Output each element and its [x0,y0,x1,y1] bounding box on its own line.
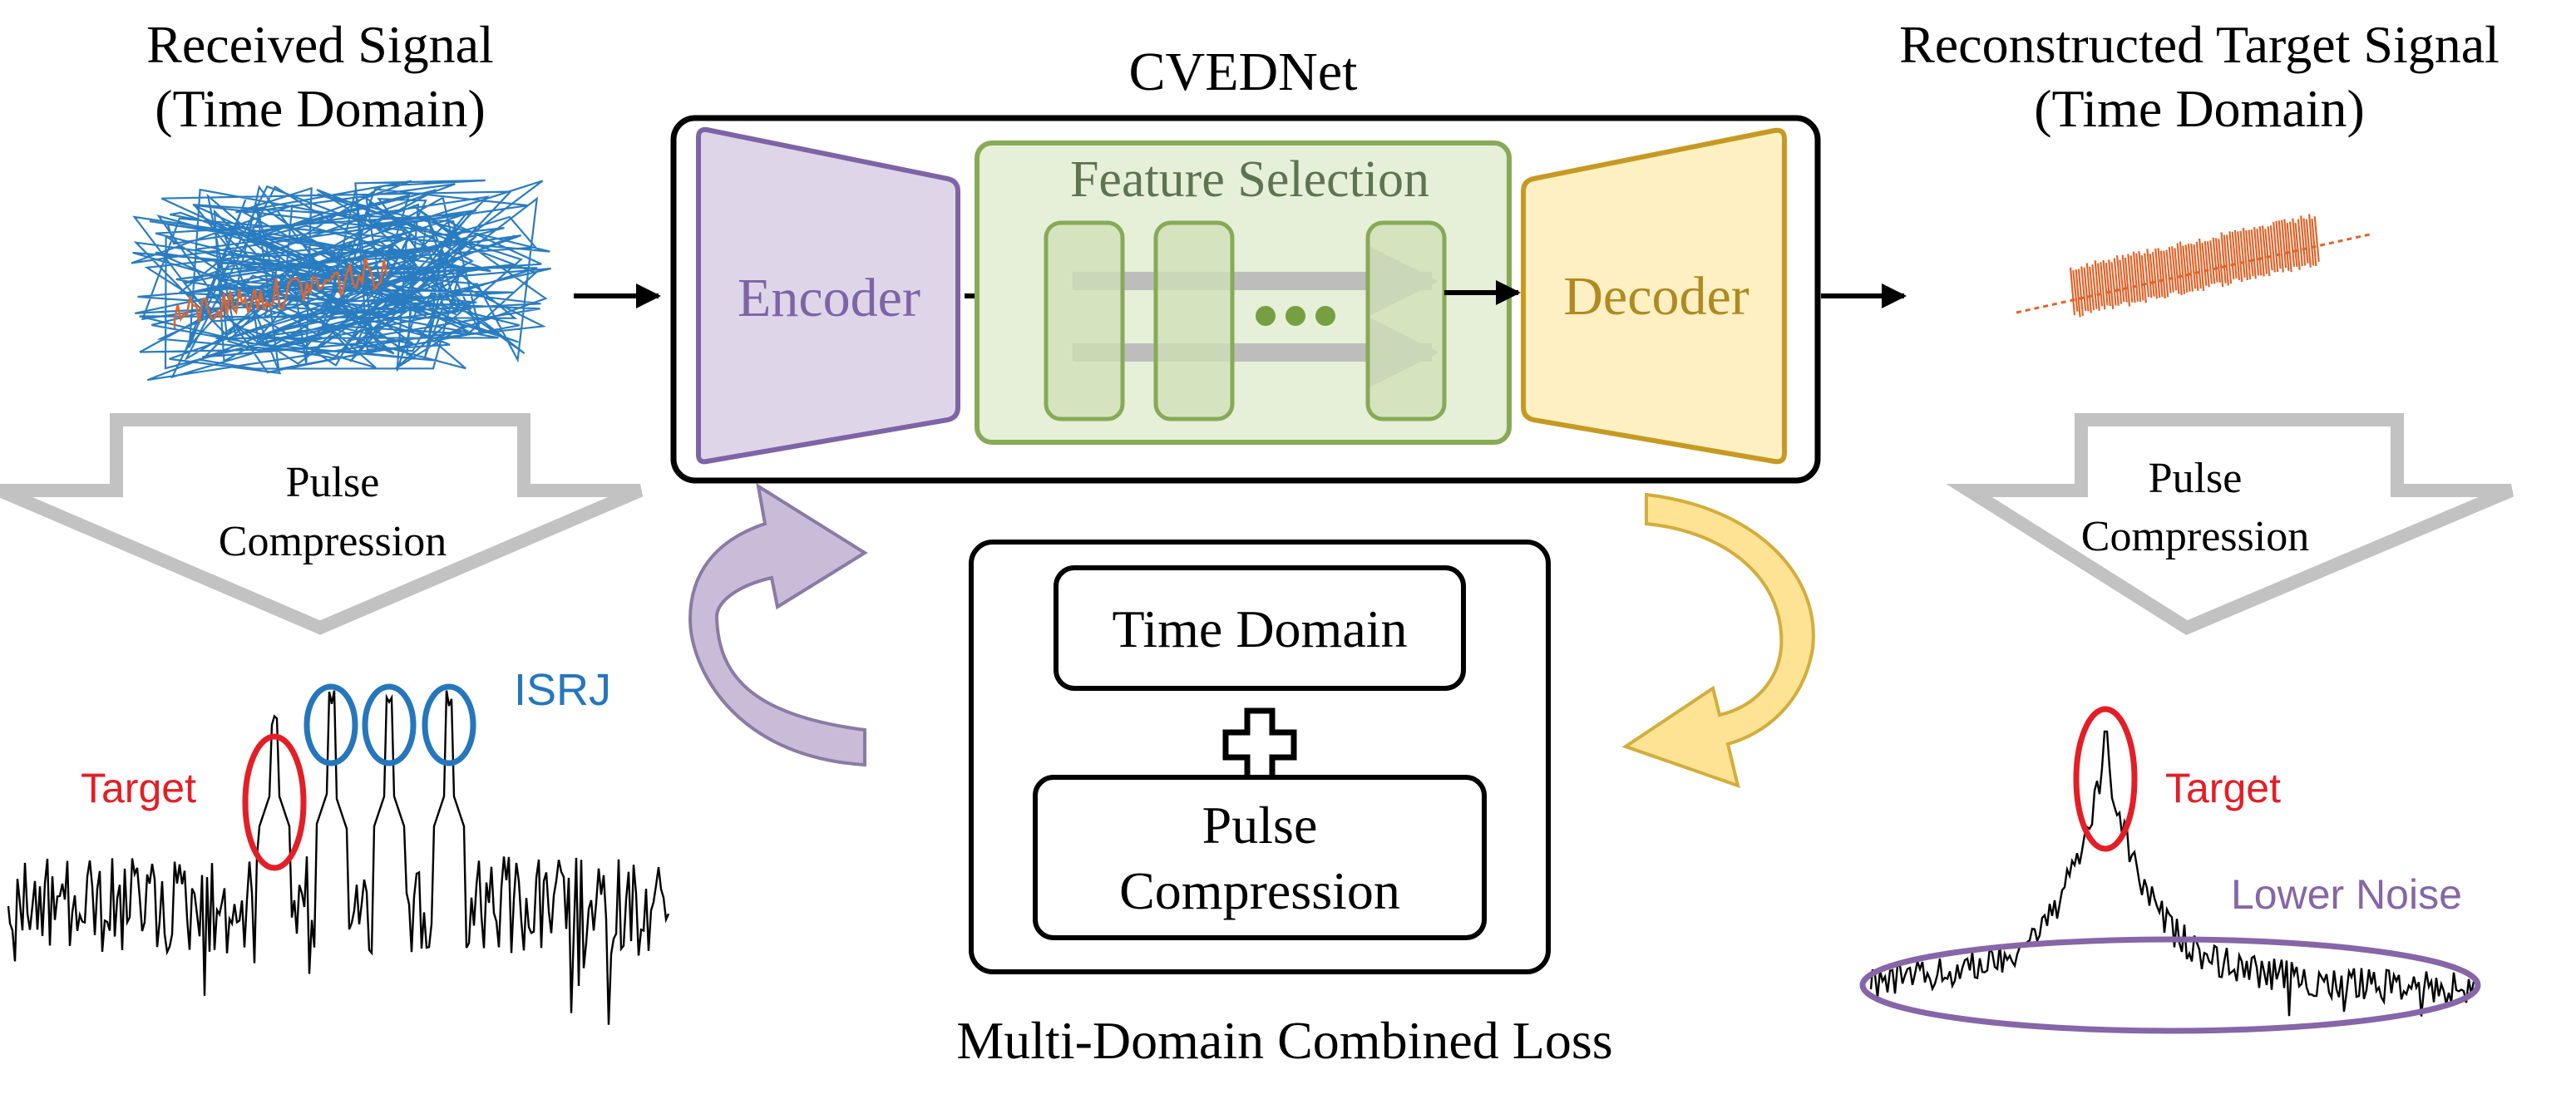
reconstructed-signal-plot [2016,214,2371,318]
isrj-marker-ellipse-3 [422,683,476,766]
reconstructed-title: Reconstructed Target Signal [1899,15,2500,74]
decoder-label: Decoder [1563,266,1749,327]
lower-noise-label: Lower Noise [2231,871,2462,918]
feature-layer-2 [1153,220,1235,421]
received-signal-plot [131,179,551,382]
lower-noise-ellipse [1859,936,2481,1034]
encoder-label: Encoder [738,268,920,328]
ellipsis-dot-1 [1256,306,1276,326]
pulse-compression-arrow-left [0,413,644,635]
pulse-compression-arrow-right [1946,413,2514,635]
feature-layer-n [1365,220,1447,421]
isrj-marker-ellipse-2 [362,683,417,766]
decoder-block [1521,127,1787,465]
ellipsis-dot-2 [1286,306,1305,326]
pulse-compression-loss-line2: Compression [1119,861,1400,920]
purple-feedback-arrow [688,482,868,767]
target-label-left: Target [81,765,196,811]
jamming-signal-trace [131,179,551,382]
feature-selection-title: Feature Selection [1070,151,1429,208]
isrj-label: ISRJ [514,665,611,715]
target-marker-ellipse-left [242,733,307,871]
loss-caption: Multi-Domain Combined Loss [956,1011,1612,1070]
ellipsis-dot-3 [1315,306,1335,326]
target-label-right: Target [2165,765,2281,811]
feature-layer-1 [1044,220,1125,421]
yellow-feedback-arrow [1621,492,1815,789]
left-arrow-label-line1: Pulse [286,459,380,506]
time-domain-loss-label: Time Domain [1113,599,1408,658]
reconstructed-subtitle: (Time Domain) [2034,79,2365,138]
target-signal-trace [173,258,388,328]
time-domain-loss-box [1054,565,1466,691]
pulse-compression-loss-line1: Pulse [1202,796,1318,855]
right-arrow-label-line1: Pulse [2149,455,2243,502]
encoder-block [696,126,960,465]
left-arrow-label-line2: Compression [219,518,447,565]
reconstructed-signal-trace [2069,214,2320,318]
network-title: CVEDNet [1129,42,1358,102]
reconstructed-pulse-compression-trace [1869,730,2475,1017]
jammed-pulse-compression-trace [7,690,670,1025]
isrj-marker-ellipse-1 [303,683,358,766]
right-arrow-label-line2: Compression [2081,513,2309,560]
received-signal-title: Received Signal [146,15,494,74]
received-signal-subtitle: (Time Domain) [155,79,486,138]
pulse-compression-loss-box [1033,775,1487,940]
target-marker-ellipse-right [2073,706,2138,852]
